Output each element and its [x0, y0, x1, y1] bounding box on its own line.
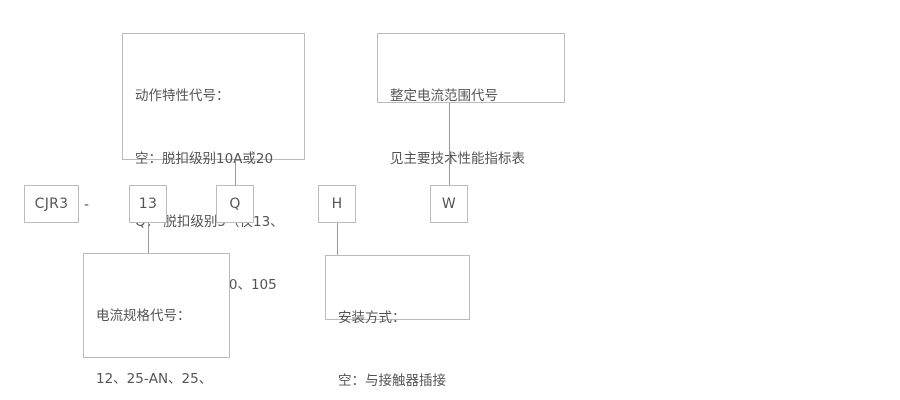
note-mounting-line-1: 安装方式： [338, 310, 406, 326]
code-cell-action-characteristic-label: Q [229, 196, 241, 212]
code-cell-current-spec-label: 13 [138, 196, 158, 212]
note-mounting-type: 安装方式： 空：与接触器插接 H 独立安装 [325, 255, 470, 389]
note-action-characteristic: 动作特性代号： 空：脱扣级别10A或20 Q： 脱扣级别5（仅13、 25-AN… [122, 33, 305, 356]
code-cell-setting-range[interactable]: W [430, 185, 468, 223]
code-cell-series[interactable]: CJR3 [24, 185, 79, 223]
connector-action-to-q [235, 160, 236, 186]
note-range-line-1: 整定电流范围代号 [390, 88, 498, 104]
code-cell-setting-range-label: W [441, 196, 457, 212]
connector-range-to-w [449, 103, 450, 186]
code-cell-action-characteristic[interactable]: Q [216, 185, 254, 223]
note-range-line-2: 见主要技术性能指标表 [390, 151, 525, 167]
code-cell-mounting-type-label: H [331, 196, 343, 212]
code-cell-mounting-type[interactable]: H [318, 185, 356, 223]
note-current-spec: 电流规格代号： 12、25-AN、25、 50、105B、105、 160B、1… [83, 253, 230, 387]
code-cell-series-label: CJR3 [34, 196, 69, 212]
code-cell-current-spec[interactable]: 13 [129, 185, 167, 223]
note-action-line-2: 空：脱扣级别10A或20 [135, 151, 274, 167]
code-separator-dash: - [84, 197, 90, 213]
note-current-spec-line-1: 电流规格代号： [96, 308, 191, 324]
connector-mounting-to-note [337, 223, 338, 255]
connector-current-to-note [148, 223, 149, 253]
note-mounting-line-2: 空：与接触器插接 [338, 373, 446, 389]
note-current-spec-line-2: 12、25-AN、25、 [96, 371, 213, 387]
note-action-line-1: 动作特性代号： [135, 88, 230, 104]
note-setting-current-range: 整定电流范围代号 见主要技术性能指标表 [377, 33, 565, 167]
